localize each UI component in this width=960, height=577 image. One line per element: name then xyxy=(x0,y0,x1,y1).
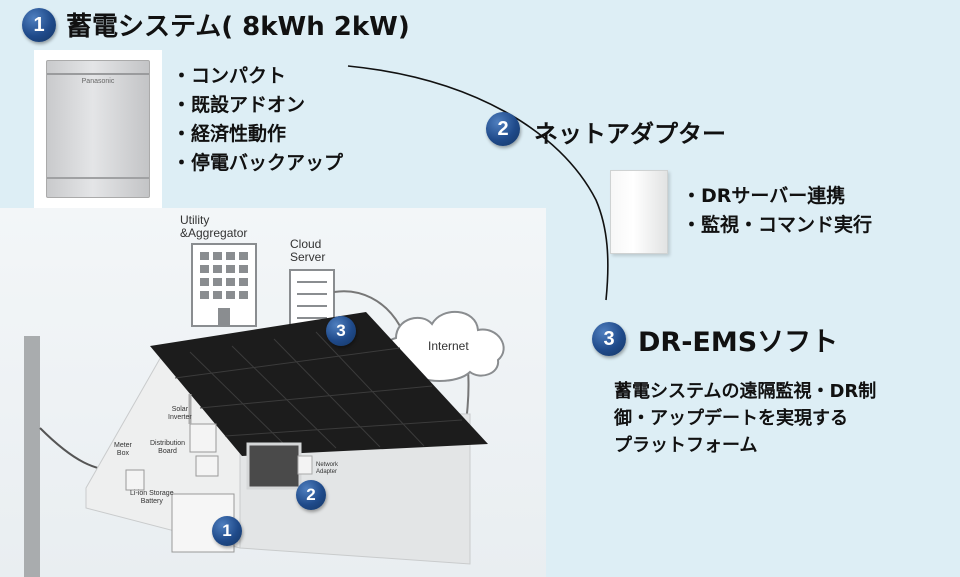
section3-description: 蓄電システムの遠隔監視・DR制 御・アップデートを実現する プラットフォーム xyxy=(614,378,876,459)
solar-inverter-box xyxy=(189,423,217,453)
meter-box-label: Meter Box xyxy=(114,442,132,457)
section2-feature: 監視・コマンド実行 xyxy=(682,211,872,240)
section3-description-line: 蓄電システムの遠隔監視・DR制 xyxy=(614,381,877,402)
section1-number: 1 xyxy=(33,13,45,36)
section2-number: 2 xyxy=(497,117,509,140)
section3-number: 3 xyxy=(603,327,615,350)
section2-feature-list: DRサーバー連携 監視・コマンド実行 xyxy=(682,182,872,240)
marker-number: 3 xyxy=(336,321,346,340)
illustration-graphics xyxy=(24,243,505,577)
section3-description-line: プラットフォーム xyxy=(614,435,758,456)
battery-top-band xyxy=(47,73,149,75)
distribution-board-label-line: Distribution xyxy=(150,440,186,447)
net-adapter-photo xyxy=(610,170,668,254)
network-adapter-box xyxy=(297,455,313,475)
section1-feature-list: コンパクト 既設アドオン 経済性動作 停電バックアップ xyxy=(172,62,343,178)
distribution-board-label-line: Board xyxy=(158,447,177,455)
network-adapter-label: Network Adapter xyxy=(316,462,338,475)
system-illustration: Utility &Aggregator Cloud Server Interne… xyxy=(0,208,546,577)
marker-number: 2 xyxy=(306,485,316,504)
network-adapter-label-line: Adapter xyxy=(316,468,338,475)
section1-feature: 停電バックアップ xyxy=(172,149,343,178)
battery-unit: Panasonic xyxy=(46,60,150,198)
storage-battery-label-line: Li-ion Storage xyxy=(130,490,174,497)
section2-number-badge: 2 xyxy=(486,112,520,146)
internet-label: Internet xyxy=(428,339,469,353)
utility-label: Utility &Aggregator xyxy=(180,213,248,241)
utility-label-line: &Aggregator xyxy=(180,226,248,241)
marker-network-adapter: 2 xyxy=(296,480,326,510)
meter-box-label-line: Meter xyxy=(114,442,132,449)
utility-pole xyxy=(24,336,40,577)
section1-feature: 経済性動作 xyxy=(172,120,343,149)
marker-cloud-server: 3 xyxy=(326,316,356,346)
cloud-server-label-line: Cloud xyxy=(290,237,322,251)
solar-inverter-label-line: Inverter xyxy=(168,413,192,421)
section1-title: 蓄電システム( 8kWh 2kW) xyxy=(66,12,410,42)
meter-box-label-line: Box xyxy=(116,449,129,457)
storage-battery-label-line: Battery xyxy=(140,497,163,505)
cloud-server-slots xyxy=(297,281,327,319)
server-internet-link xyxy=(333,290,401,327)
battery-brand-label: Panasonic xyxy=(81,78,115,85)
section1-feature: コンパクト xyxy=(172,62,343,91)
section2-title: ネットアダプター xyxy=(534,120,726,148)
solar-panel-grid xyxy=(174,331,463,451)
house-window xyxy=(246,442,302,490)
solar-inverter-label-line: Solar xyxy=(171,406,189,413)
marker-storage-battery: 1 xyxy=(212,516,242,546)
meter-box xyxy=(125,469,145,491)
utility-building-windows xyxy=(200,252,248,326)
network-adapter-label-line: Network xyxy=(316,462,339,468)
storage-battery-label: Li-ion Storage Battery xyxy=(130,490,174,505)
section3-description-line: 御・アップデートを実現する xyxy=(614,408,848,429)
section3-title: DR-EMSソフト xyxy=(638,327,839,358)
section1-number-badge: 1 xyxy=(22,8,56,42)
distribution-board-box xyxy=(195,455,219,477)
marker-number: 1 xyxy=(222,521,232,540)
section3-number-badge: 3 xyxy=(592,322,626,356)
solar-inverter-label: Solar Inverter xyxy=(168,406,192,421)
distribution-board-label: Distribution Board xyxy=(150,440,185,455)
cloud-server-label: Cloud Server xyxy=(290,237,326,265)
section1-feature: 既設アドオン xyxy=(172,91,343,120)
cloud-server-label-line: Server xyxy=(290,250,326,265)
battery-bottom-band xyxy=(47,177,149,179)
utility-label-line: Utility xyxy=(180,213,210,227)
battery-product-photo: Panasonic xyxy=(34,50,162,208)
section2-feature: DRサーバー連携 xyxy=(682,182,872,211)
